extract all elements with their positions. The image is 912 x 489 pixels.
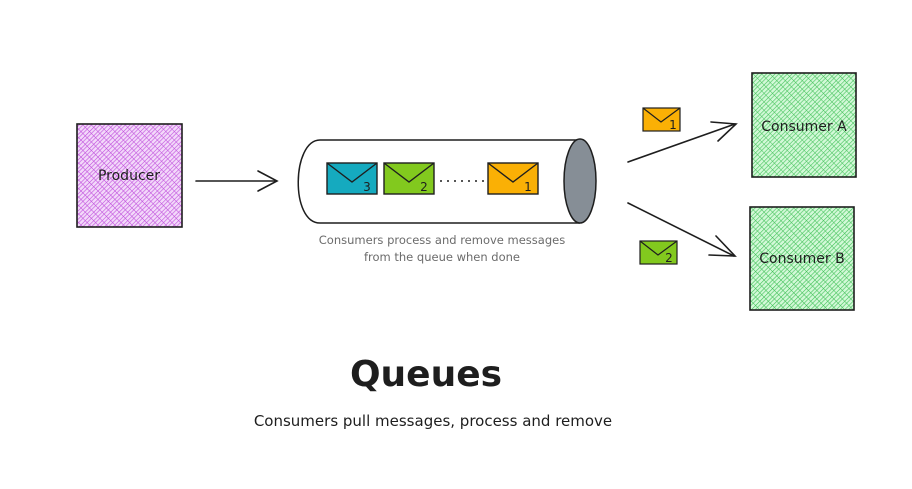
arrow-to-consumer-b [627, 202, 737, 257]
envelope-icon [383, 162, 435, 183]
outgoing-message-1: 1 [642, 107, 681, 132]
queue-tube [297, 138, 597, 224]
consumer-a-label: Consumer A [761, 119, 847, 135]
diagram-title: Queues [350, 354, 502, 395]
message-number: 1 [669, 118, 677, 132]
arrow-to-consumer-a [627, 121, 738, 163]
consumer-b-label: Consumer B [759, 251, 844, 267]
producer-arrow [195, 170, 279, 192]
envelope-icon [642, 107, 681, 123]
queue-note-line1: Consumers process and remove messages [319, 233, 565, 247]
envelope-icon [326, 162, 378, 183]
message-number: 2 [420, 180, 428, 194]
queue-message-3: 3 [326, 162, 378, 195]
outgoing-message-2: 2 [639, 240, 678, 265]
consumer-a-node: Consumer A [751, 72, 857, 178]
message-number: 2 [665, 251, 673, 265]
envelope-icon [487, 162, 539, 183]
envelope-icon [639, 240, 678, 256]
diagram-subtitle: Consumers pull messages, process and rem… [254, 412, 612, 430]
producer-label: Producer [98, 168, 160, 184]
queue-note-line2: from the queue when done [364, 250, 520, 264]
queue-message-2: 2 [383, 162, 435, 195]
consumer-b-node: Consumer B [749, 206, 855, 311]
queue-message-1: 1 [487, 162, 539, 195]
message-number: 1 [524, 180, 532, 194]
queue-end-cap [563, 138, 597, 224]
message-number: 3 [363, 180, 371, 194]
producer-node: Producer [76, 123, 183, 228]
